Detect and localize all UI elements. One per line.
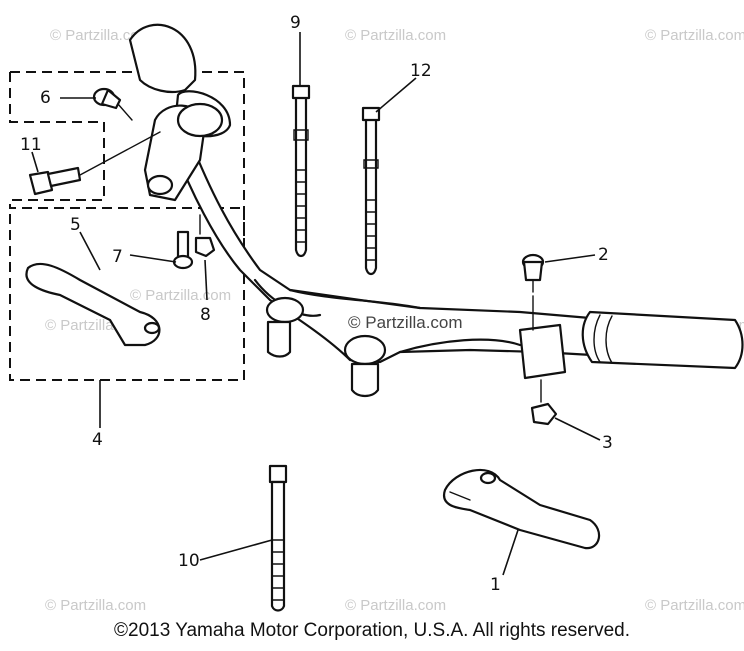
callout-4: 4 — [92, 430, 103, 450]
callout-3: 3 — [602, 433, 613, 453]
callout-12: 12 — [410, 61, 432, 81]
watermarks: © Partzilla.com © Partzilla.com © Partzi… — [45, 27, 744, 614]
watermark-main-text: © Partzilla.com — [348, 313, 463, 332]
watermark-text: © Partzilla.com — [645, 27, 744, 44]
upper-group-box — [9, 71, 245, 381]
watermark-text: © Partzilla.com — [50, 27, 151, 44]
callout-10: 10 — [178, 551, 200, 571]
part-11-bolt — [28, 131, 161, 196]
handlebar — [128, 23, 744, 398]
leader-lines — [31, 32, 601, 576]
callout-1: 1 — [490, 575, 501, 595]
callout-9: 9 — [290, 13, 301, 33]
watermark-text: © Partzilla.com — [45, 597, 146, 614]
part-3-nut — [530, 379, 558, 426]
watermark-text: © Partzilla.com — [645, 597, 744, 614]
part-8-nut — [194, 214, 216, 258]
callout-5: 5 — [70, 215, 81, 235]
part-10-cable-tie — [268, 464, 288, 612]
part-6-screw — [92, 87, 133, 121]
part-7-bolt — [172, 230, 194, 270]
callout-6: 6 — [40, 88, 51, 108]
watermark-text: © Partzilla.com — [130, 287, 231, 304]
part-2-bolt — [521, 253, 545, 331]
callout-8: 8 — [200, 305, 211, 325]
callout-7: 7 — [112, 247, 123, 267]
callout-2: 2 — [598, 245, 609, 265]
clutch-lever-holder — [143, 102, 224, 202]
part-5-lever — [25, 262, 161, 347]
watermark-text: © Partzilla.com — [345, 597, 446, 614]
part-12-cable-tie — [361, 106, 381, 276]
part-9-cable-tie — [291, 84, 311, 258]
callout-11: 11 — [20, 135, 42, 155]
copyright-notice: ©2013 Yamaha Motor Corporation, U.S.A. A… — [114, 620, 630, 641]
part-1-lever — [442, 469, 601, 550]
watermark-text: © Partzilla.com — [345, 27, 446, 44]
